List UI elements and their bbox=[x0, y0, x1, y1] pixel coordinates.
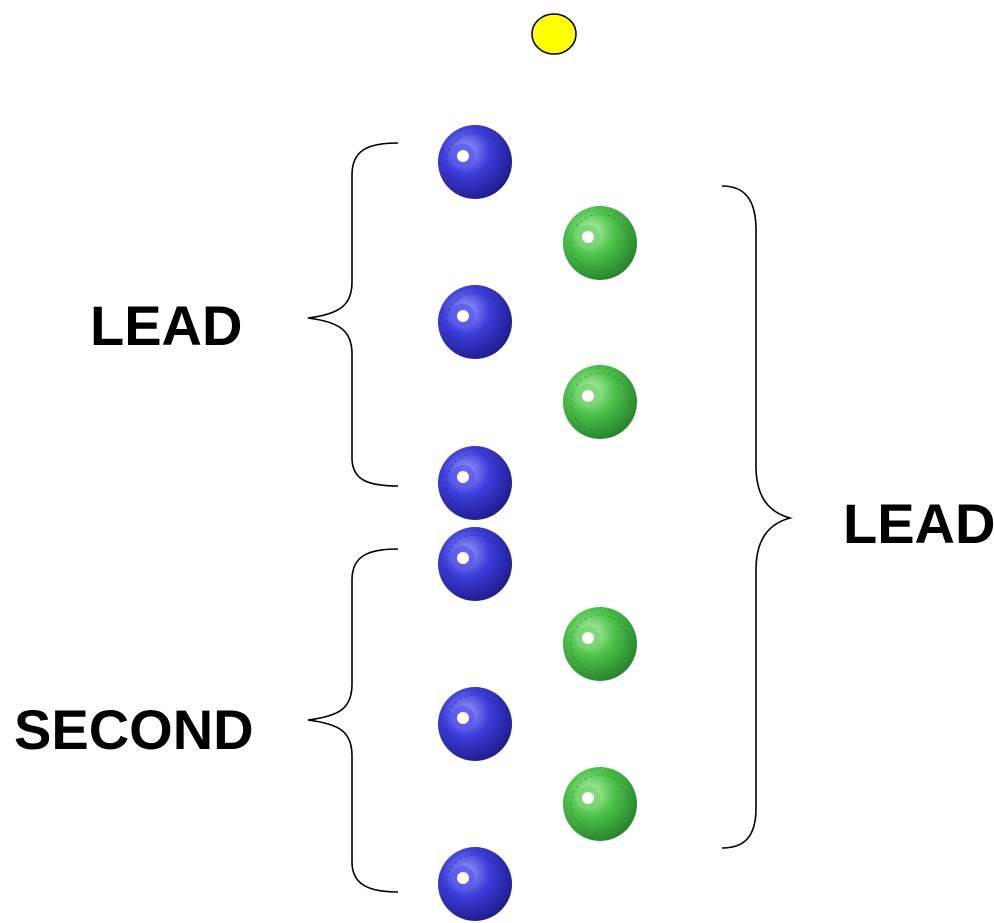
blue-bowl bbox=[438, 125, 512, 199]
jack bbox=[531, 13, 577, 55]
green-bowl bbox=[563, 767, 637, 841]
bracket-right-lead bbox=[721, 185, 794, 849]
blue-bowl bbox=[438, 847, 512, 921]
blue-bowl bbox=[438, 446, 512, 520]
label-lead-right: LEAD bbox=[843, 492, 994, 555]
blue-bowl bbox=[438, 687, 512, 761]
blue-bowl bbox=[438, 285, 512, 359]
green-bowl bbox=[563, 607, 637, 681]
green-bowl bbox=[563, 206, 637, 280]
label-second-left: SECOND bbox=[14, 698, 254, 761]
bracket-left-second bbox=[307, 548, 399, 893]
bracket-left-lead bbox=[307, 142, 399, 487]
blue-bowl bbox=[438, 527, 512, 601]
label-lead-left: LEAD bbox=[90, 294, 243, 357]
green-bowl bbox=[563, 365, 637, 439]
